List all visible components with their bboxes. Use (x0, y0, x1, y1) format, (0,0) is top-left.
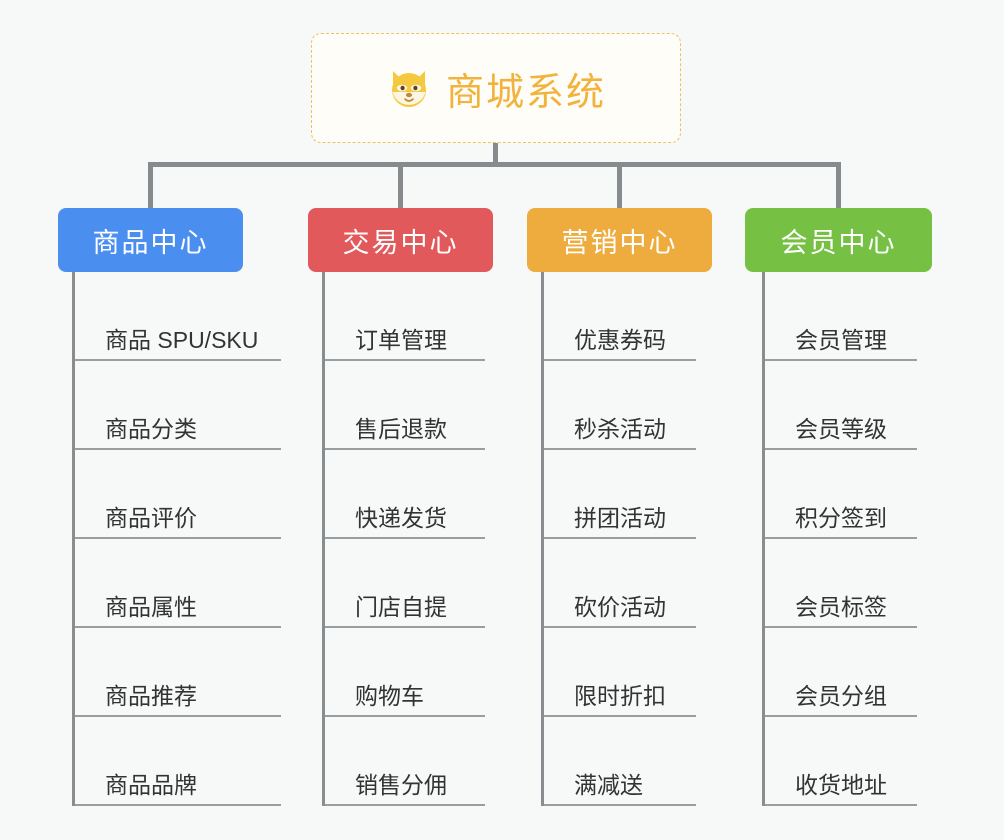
leaf-spine (322, 272, 325, 806)
connector-drop-4 (836, 162, 841, 210)
connector-drop-1 (148, 162, 153, 210)
leaf-item[interactable]: 砍价活动 (544, 539, 696, 628)
category-box-marketing-center[interactable]: 营销中心 (527, 208, 712, 272)
leaf-item[interactable]: 快递发货 (325, 450, 485, 539)
leaf-item-label: 销售分佣 (355, 771, 447, 798)
leaf-item[interactable]: 会员等级 (765, 361, 917, 450)
leaf-item-label: 会员等级 (795, 415, 887, 442)
root-node-shopping-mall-system[interactable]: 商城系统 (311, 33, 681, 143)
leaf-item-label: 收货地址 (795, 771, 887, 798)
leaf-item[interactable]: 商品推荐 (75, 628, 281, 717)
leaf-item[interactable]: 商品属性 (75, 539, 281, 628)
leaf-item[interactable]: 会员分组 (765, 628, 917, 717)
leaf-item-label: 满减送 (574, 771, 643, 798)
leaf-item-label: 门店自提 (355, 593, 447, 620)
leaf-item-label: 订单管理 (355, 326, 447, 353)
leaf-item-label: 快递发货 (355, 504, 447, 531)
category-box-member-center[interactable]: 会员中心 (745, 208, 932, 272)
category-box-trade-center[interactable]: 交易中心 (308, 208, 493, 272)
leaf-item[interactable]: 拼团活动 (544, 450, 696, 539)
leaf-item[interactable]: 商品品牌 (75, 717, 281, 806)
leaf-item-label: 优惠券码 (574, 326, 666, 353)
leaf-item-label: 会员管理 (795, 326, 887, 353)
connector-horizontal-bus (148, 162, 840, 167)
leaf-item-label: 积分签到 (795, 504, 887, 531)
leaf-item-label: 砍价活动 (574, 593, 666, 620)
leaf-item[interactable]: 限时折扣 (544, 628, 696, 717)
leaf-item-label: 购物车 (355, 682, 424, 709)
category-box-product-center[interactable]: 商品中心 (58, 208, 243, 272)
category-label: 交易中心 (342, 227, 459, 258)
leaf-item[interactable]: 商品 SPU/SKU (75, 272, 281, 361)
leaf-item-label: 拼团活动 (574, 504, 666, 531)
leaf-item-label: 秒杀活动 (574, 415, 666, 442)
leaf-item[interactable]: 售后退款 (325, 361, 485, 450)
leaf-item[interactable]: 满减送 (544, 717, 696, 806)
leaf-item-label: 商品推荐 (105, 682, 197, 709)
leaf-item[interactable]: 积分签到 (765, 450, 917, 539)
category-label: 营销中心 (561, 227, 678, 258)
leaf-item-label: 商品分类 (105, 415, 197, 442)
shiba-dog-face-icon (386, 65, 432, 111)
leaf-spine (762, 272, 765, 806)
leaf-spine (541, 272, 544, 806)
leaf-item[interactable]: 会员管理 (765, 272, 917, 361)
leaf-item[interactable]: 会员标签 (765, 539, 917, 628)
leaf-item-label: 售后退款 (355, 415, 447, 442)
leaf-item[interactable]: 商品评价 (75, 450, 281, 539)
leaf-item[interactable]: 秒杀活动 (544, 361, 696, 450)
leaf-item[interactable]: 门店自提 (325, 539, 485, 628)
leaf-item[interactable]: 优惠券码 (544, 272, 696, 361)
leaf-item-label: 会员标签 (795, 593, 887, 620)
leaf-item-label: 商品评价 (105, 504, 197, 531)
root-title: 商城系统 (445, 71, 606, 114)
leaf-item-label: 限时折扣 (574, 682, 666, 709)
leaf-item-label: 商品 SPU/SKU (105, 326, 259, 353)
leaf-item-label: 商品属性 (105, 593, 197, 620)
leaf-spine (72, 272, 75, 806)
leaf-item-label: 商品品牌 (105, 771, 197, 798)
leaf-item[interactable]: 商品分类 (75, 361, 281, 450)
connector-drop-2 (398, 162, 403, 210)
leaf-item[interactable]: 订单管理 (325, 272, 485, 361)
connector-drop-3 (617, 162, 622, 210)
connector-root-stem (493, 143, 498, 167)
leaf-item-label: 会员分组 (795, 682, 887, 709)
category-label: 商品中心 (92, 227, 209, 258)
leaf-item[interactable]: 购物车 (325, 628, 485, 717)
leaf-item[interactable]: 收货地址 (765, 717, 917, 806)
category-label: 会员中心 (780, 227, 897, 258)
leaf-item[interactable]: 销售分佣 (325, 717, 485, 806)
